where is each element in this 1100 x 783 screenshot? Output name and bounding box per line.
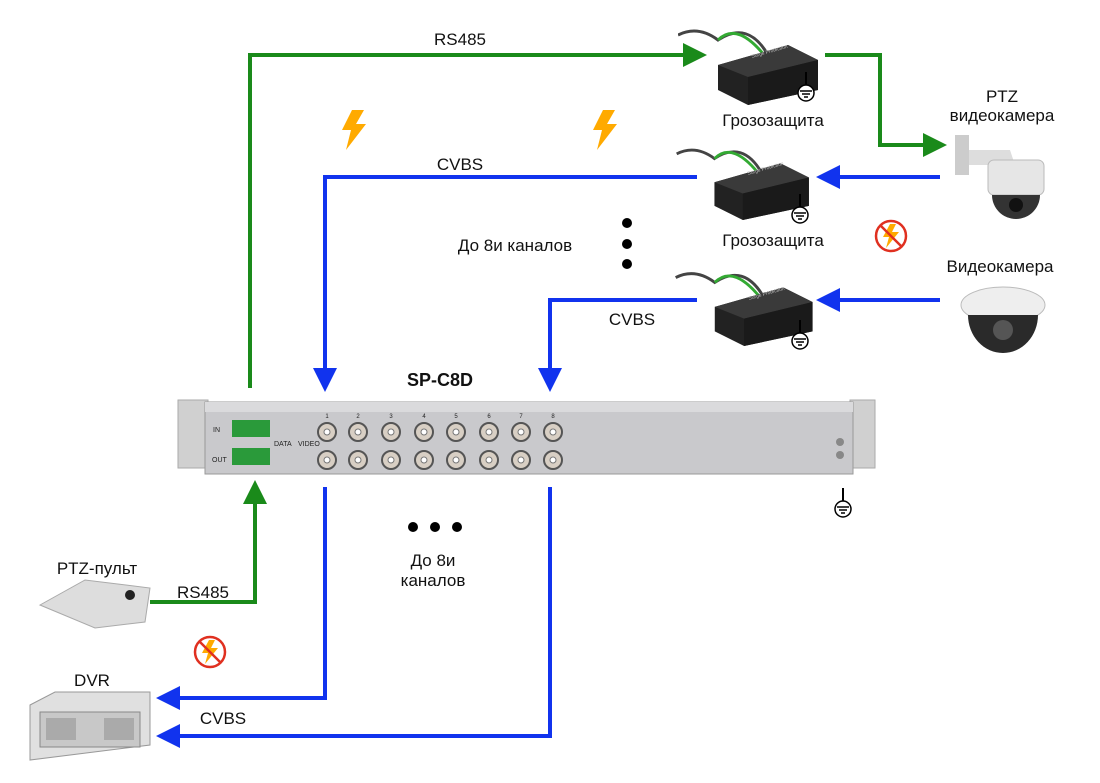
- bnc-pin: [323, 456, 331, 464]
- bnc-pin: [517, 428, 525, 436]
- rs485-bottom-label: RS485: [177, 583, 229, 602]
- bnc-pin: [420, 456, 428, 464]
- bnc-pin: [420, 428, 428, 436]
- bnc-pin: [452, 428, 460, 436]
- channel-number-label: 3: [389, 414, 393, 420]
- ptz-camera: [955, 135, 1045, 219]
- continuation-dots-vertical: [622, 218, 632, 269]
- surge-protector-1: [678, 29, 820, 105]
- channel-number-label: 1: [325, 414, 329, 420]
- bnc-pin: [549, 428, 557, 436]
- cvbs-line-dvr-8: [156, 487, 552, 748]
- surge-label-1: Грозозащита: [722, 111, 824, 130]
- dome-camera: [960, 286, 1046, 353]
- cvbs-line-ch1: [313, 175, 697, 392]
- surge-protector-3: [675, 272, 815, 346]
- surge-label-2: Грозозащита: [722, 231, 824, 250]
- continuation-dots-horizontal: [408, 522, 462, 532]
- panel-video-label: VIDEO: [298, 441, 320, 448]
- lightning-icon: [593, 110, 617, 150]
- panel-data-label: DATA: [274, 441, 292, 448]
- cvbs-line-ch8: [538, 298, 697, 392]
- panel-out-label: OUT: [212, 457, 228, 464]
- channel-number-label: 4: [422, 414, 426, 420]
- rs485-line-bottom: [150, 480, 267, 604]
- channels-bottom-label-1: До 8и: [411, 551, 456, 570]
- dvr-device: [29, 691, 151, 761]
- lightning-icon: [342, 110, 366, 150]
- rs485-top-label: RS485: [434, 30, 486, 49]
- cvbs-mid-label: CVBS: [609, 310, 655, 329]
- dvr-label: DVR: [74, 671, 110, 690]
- sp-c8d-panel: IN OUT DATA VIDEO 1 2 3 4 5 6 7 8: [177, 399, 876, 475]
- camera-label: Видеокамера: [947, 257, 1055, 276]
- channel-number-label: 8: [551, 414, 555, 420]
- channel-number-label: 2: [356, 414, 360, 420]
- ptz-camera-label-1: PTZ: [986, 87, 1018, 106]
- bnc-pin: [452, 456, 460, 464]
- bnc-pin: [354, 456, 362, 464]
- bnc-connectors: 1 2 3 4 5 6 7 8: [317, 414, 563, 470]
- rs485-line-to-camera: [825, 53, 947, 157]
- bnc-pin: [387, 428, 395, 436]
- ptz-camera-label-2: видеокамера: [950, 106, 1055, 125]
- cvbs-line-dvr-1: [156, 487, 327, 710]
- channels-top-label: До 8и каналов: [458, 236, 572, 255]
- no-lightning-icon: [193, 635, 227, 669]
- ptz-console-label: PTZ-пульт: [57, 559, 138, 578]
- panel-in-label: IN: [213, 427, 220, 434]
- bnc-pin: [323, 428, 331, 436]
- channels-bottom-label-2: каналов: [401, 571, 466, 590]
- ptz-console: [38, 579, 151, 629]
- cvbs-bottom-label: CVBS: [200, 709, 246, 728]
- bnc-pin: [485, 456, 493, 464]
- surge-protector-2: [675, 148, 811, 220]
- bnc-pin: [485, 428, 493, 436]
- channel-number-label: 6: [487, 414, 491, 420]
- rs485-line-top: [248, 43, 707, 388]
- channel-number-label: 5: [454, 414, 458, 420]
- cvbs-top-label: CVBS: [437, 155, 483, 174]
- bnc-pin: [517, 456, 525, 464]
- bnc-pin: [549, 456, 557, 464]
- no-lightning-icon: [874, 219, 908, 253]
- bnc-pin: [354, 428, 362, 436]
- device-name-label: SP-C8D: [407, 370, 473, 390]
- ground-icon: [834, 488, 852, 518]
- channel-number-label: 7: [519, 414, 523, 420]
- bnc-pin: [387, 456, 395, 464]
